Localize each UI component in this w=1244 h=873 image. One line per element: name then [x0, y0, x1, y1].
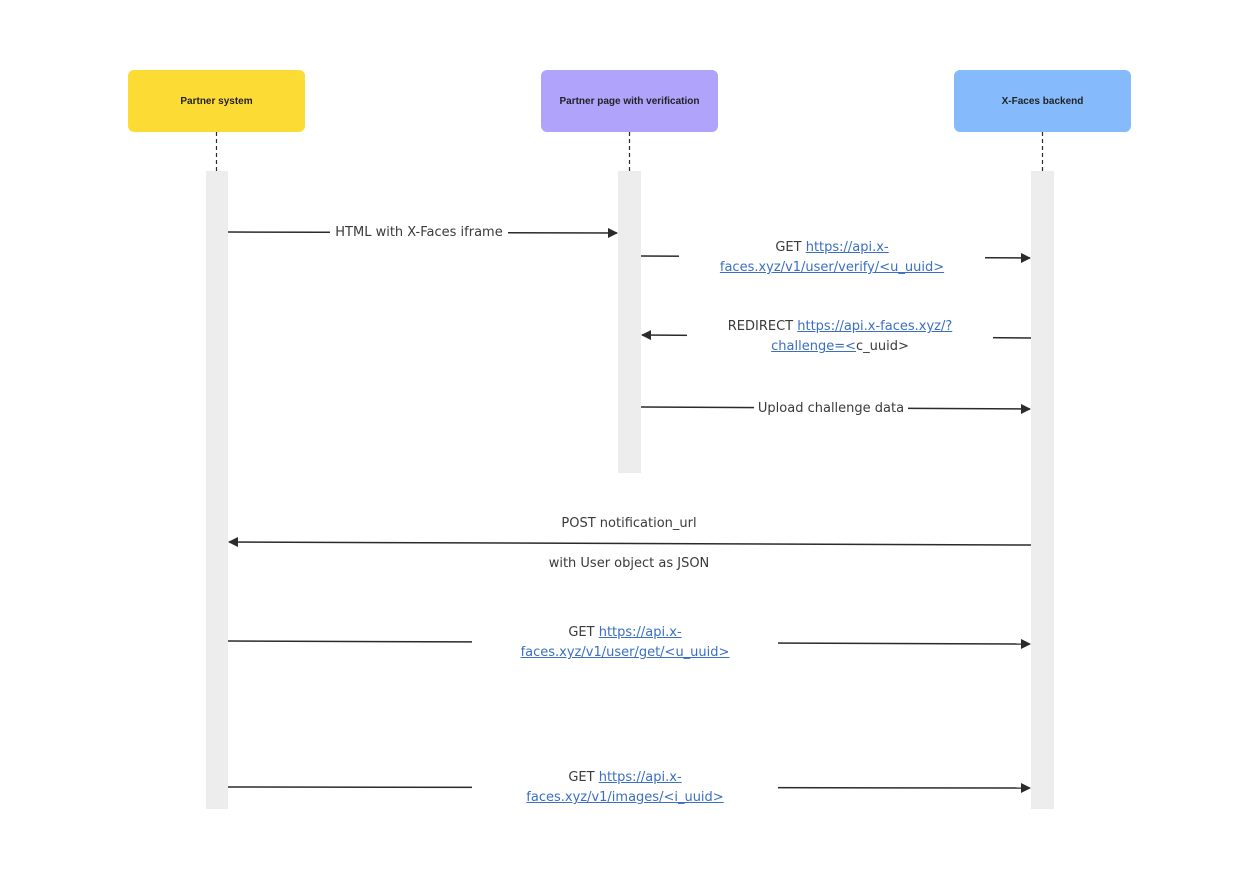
- message-get-user: GET https://api.x- faces.xyz/v1/user/get…: [472, 623, 778, 663]
- actor-partner-system-label: Partner system: [180, 95, 253, 107]
- message-get-verify: GET https://api.x- faces.xyz/v1/user/ver…: [679, 238, 985, 278]
- link-challenge-part1[interactable]: https://api.x-faces.xyz/?: [797, 319, 953, 334]
- message-upload-challenge: Upload challenge data: [754, 399, 908, 419]
- actor-partner-system: Partner system: [128, 70, 305, 132]
- activation-bar-backend: [1031, 171, 1054, 809]
- message-redirect-challenge: REDIRECT https://api.x-faces.xyz/? chall…: [687, 317, 993, 357]
- actor-partner-page-label: Partner page with verification: [559, 95, 700, 107]
- message-redirect-suffix: c_uuid>: [855, 339, 909, 354]
- actor-backend-label: X-Faces backend: [1001, 95, 1084, 107]
- link-challenge-part2[interactable]: challenge=<: [771, 339, 856, 354]
- message-redirect-method: REDIRECT: [727, 319, 798, 334]
- message-get-images: GET https://api.x- faces.xyz/v1/images/<…: [472, 768, 778, 808]
- arrow-m5: [228, 537, 1032, 548]
- link-images-part2[interactable]: faces.xyz/v1/images/<i_uuid>: [526, 790, 724, 805]
- link-verify-part1[interactable]: https://api.x-: [805, 240, 889, 255]
- actor-backend: X-Faces backend: [954, 70, 1131, 132]
- actor-partner-page: Partner page with verification: [541, 70, 718, 132]
- message-html-iframe-text: HTML with X-Faces iframe: [335, 225, 503, 240]
- message-post-notification-line2: with User object as JSON: [548, 556, 710, 571]
- message-upload-challenge-text: Upload challenge data: [757, 401, 905, 416]
- activation-bar-partner-page: [618, 171, 641, 473]
- link-images-part1[interactable]: https://api.x-: [598, 770, 682, 785]
- message-html-iframe: HTML with X-Faces iframe: [330, 223, 508, 243]
- link-verify-part2[interactable]: faces.xyz/v1/user/verify/<u_uuid>: [719, 260, 945, 275]
- message-post-notification: POST notification_url: [545, 514, 713, 534]
- message-post-notification-line1: POST notification_url: [561, 516, 697, 531]
- message-get-verify-method: GET: [775, 240, 806, 255]
- activation-bar-partner-system: [206, 171, 228, 809]
- link-user-get-part2[interactable]: faces.xyz/v1/user/get/<u_uuid>: [520, 645, 730, 660]
- message-get-images-method: GET: [568, 770, 599, 785]
- message-get-user-method: GET: [568, 625, 599, 640]
- link-user-get-part1[interactable]: https://api.x-: [598, 625, 682, 640]
- message-post-notification-detail: with User object as JSON: [540, 554, 718, 574]
